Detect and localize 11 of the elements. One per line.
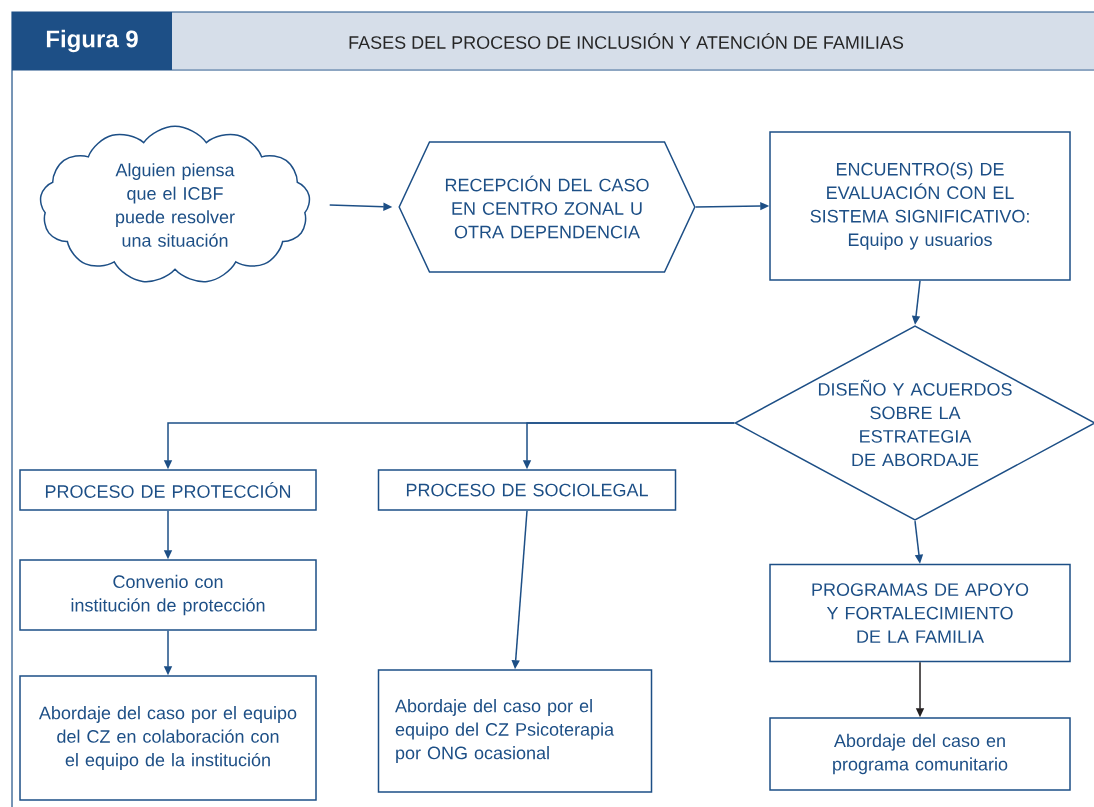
process-box: Abordaje del caso por el equipo del CZ en colaboración con el equipo de la institución (19, 675, 317, 801)
process-box: Abordaje del caso en programa comunitario (769, 717, 1071, 791)
hexagon-box: RECEPCIÓN DEL CASO EN CENTRO ZONAL U OTRA DEPENDENCIA (398, 141, 696, 273)
process-box: Abordaje del caso por el equipo del CZ Psicoterapia por ONG ocasional (377, 669, 653, 793)
process-box: PROCESO DE SOCIOLEGAL (377, 469, 677, 511)
title: FASES DEL PROCESO DE INCLUSIÓN Y ATENCIÓN DE FAMILIAS (349, 33, 904, 49)
process-box: PROGRAMAS DE APOYO Y FORTALECIMIENTO DE LA FAMILIA (769, 563, 1071, 663)
figure-number-tab: Figura 9 (12, 12, 172, 70)
process-box: PROCESO DE PROTECCIÓN (19, 469, 317, 511)
process-box: Convenio con institución de protección (19, 559, 317, 631)
process-box: ENCUENTRO(S) DE EVALUACIÓN CON EL SISTEMA SIGNIFICATIVO: Equipo y usuarios (769, 131, 1071, 281)
